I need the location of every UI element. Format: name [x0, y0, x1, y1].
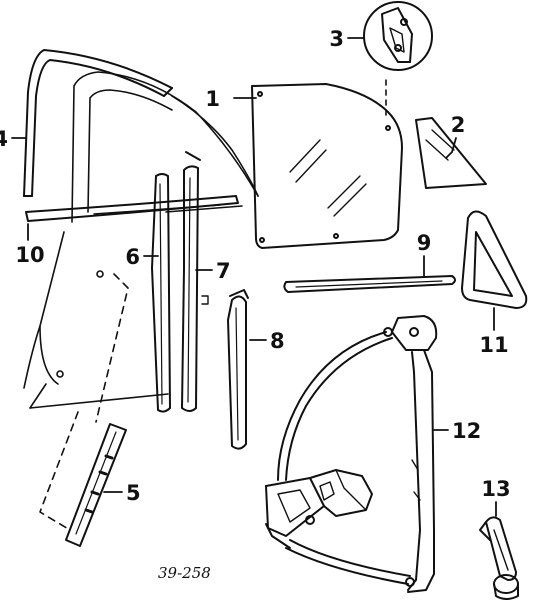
- callout-12: 12: [452, 419, 481, 443]
- part-12-window-regulator: [265, 315, 438, 593]
- part-9-inner-belt-strip: [283, 275, 456, 293]
- callout-6: 6: [125, 245, 140, 269]
- reference-code: 39-258: [158, 564, 211, 582]
- part-10-belt-weatherstrip: [25, 195, 239, 222]
- door-panel: [23, 231, 169, 409]
- callout-8: 8: [270, 329, 285, 353]
- callout-9: 9: [417, 231, 432, 255]
- callout-7: 7: [216, 259, 231, 283]
- door-frame-outline: [71, 71, 259, 223]
- callout-11: 11: [479, 333, 508, 357]
- callout-4: 4: [0, 127, 8, 151]
- callout-10: 10: [15, 243, 44, 267]
- part-1-door-glass: [251, 83, 403, 249]
- callout-3: 3: [329, 27, 344, 51]
- part-3-glass-bracket: [363, 1, 433, 71]
- part-2-quarter-glass: [415, 117, 487, 189]
- part-8-run-channel: [227, 289, 249, 450]
- part-11-quarter-frame: [461, 210, 528, 309]
- part-7-division-bar: [181, 151, 209, 412]
- regulator-mount-dashed: [39, 273, 129, 531]
- leader-2: [445, 137, 457, 159]
- callout-5: 5: [126, 481, 141, 505]
- part-13-window-crank: [479, 516, 519, 600]
- part-6-glass-run-channel: [151, 173, 171, 413]
- callout-1: 1: [205, 87, 220, 111]
- callout-2: 2: [451, 113, 466, 137]
- part-5-lower-channel: [65, 423, 127, 547]
- callout-13: 13: [481, 477, 510, 501]
- callouts: 1 2 3 4 5 6 7 8 9 10 11 12 13: [0, 27, 511, 505]
- part-4-window-channel: [23, 49, 173, 197]
- leader-lines: [11, 37, 497, 517]
